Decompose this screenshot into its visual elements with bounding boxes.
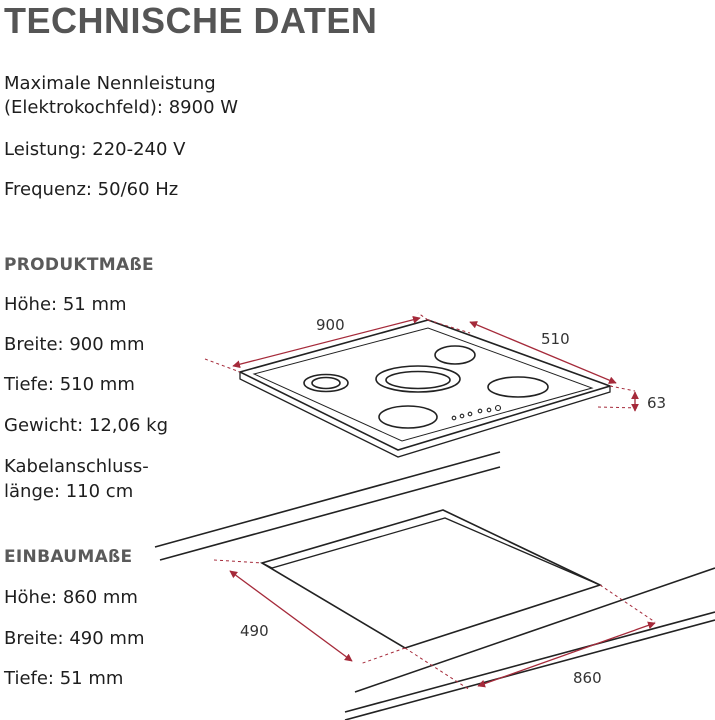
dim-line-860 bbox=[477, 621, 656, 688]
hob-dimensions: 900 510 63 bbox=[204, 312, 666, 412]
countertop-back-edge-1 bbox=[154, 451, 501, 548]
product-cable-line1: Kabelanschluss- bbox=[4, 456, 149, 477]
cutout-inner-edge bbox=[261, 517, 601, 586]
cutout-outline bbox=[260, 509, 603, 649]
install-dimensions-heading: EINBAUMAßE bbox=[4, 547, 133, 567]
dim-line-900 bbox=[232, 315, 421, 369]
dim-line-510 bbox=[469, 321, 617, 384]
dim-label-860: 860 bbox=[573, 669, 602, 687]
countertop-drawing bbox=[154, 451, 715, 720]
cutout-dimensions: 490 860 bbox=[213, 559, 656, 691]
dim-line-490 bbox=[229, 570, 353, 662]
install-height: Höhe: 860 mm bbox=[4, 587, 138, 608]
product-weight: Gewicht: 12,06 kg bbox=[4, 415, 168, 436]
spec-power-line2: (Elektrokochfeld): 8900 W bbox=[4, 97, 239, 118]
dim-label-490: 490 bbox=[240, 622, 269, 640]
burner-left-inner bbox=[311, 376, 341, 390]
spec-power-line1: Maximale Nennleistung bbox=[4, 73, 216, 94]
dim-label-510: 510 bbox=[541, 330, 570, 348]
countertop-front-edge-2 bbox=[344, 619, 715, 720]
product-dimensions-heading: PRODUKTMAßE bbox=[4, 255, 154, 275]
countertop-back-edge-2 bbox=[159, 466, 501, 561]
product-cable-line2: länge: 110 cm bbox=[4, 481, 134, 502]
hob-edge bbox=[239, 372, 611, 458]
install-depth: Tiefe: 51 mm bbox=[4, 668, 124, 689]
page-title: TECHNISCHE DATEN bbox=[4, 0, 378, 41]
countertop-front-edge-3 bbox=[354, 567, 715, 693]
dim-label-63: 63 bbox=[647, 394, 666, 412]
product-height: Höhe: 51 mm bbox=[4, 294, 127, 315]
burner-front bbox=[378, 405, 438, 429]
burner-center-inner bbox=[385, 370, 451, 390]
spec-voltage: Leistung: 220-240 V bbox=[4, 139, 186, 160]
burner-back-right bbox=[434, 345, 476, 365]
spec-frequency: Frequenz: 50/60 Hz bbox=[4, 179, 179, 200]
install-width: Breite: 490 mm bbox=[4, 628, 145, 649]
product-depth: Tiefe: 510 mm bbox=[4, 374, 135, 395]
burner-right bbox=[487, 376, 549, 398]
product-width: Breite: 900 mm bbox=[4, 334, 145, 355]
hob-controls bbox=[451, 404, 502, 421]
countertop-front-edge-1 bbox=[344, 611, 715, 713]
burner-left-outer bbox=[303, 373, 349, 393]
dim-label-900: 900 bbox=[316, 316, 345, 334]
